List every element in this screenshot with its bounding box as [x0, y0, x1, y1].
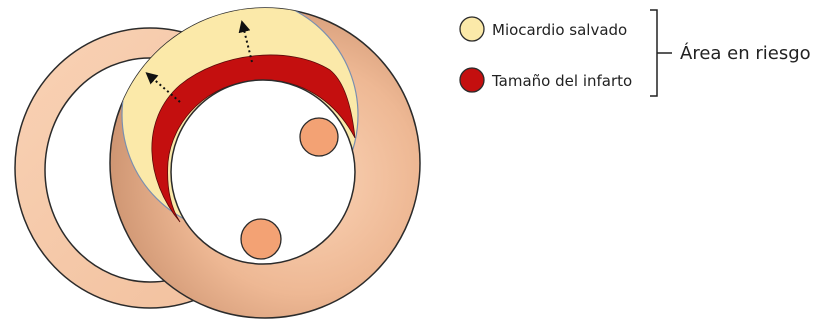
legend-label-salvaged: Miocardio salvado: [492, 21, 627, 39]
legend-swatch-infarct: [460, 68, 484, 92]
legend-item-infarct: Tamaño del infarto: [460, 68, 632, 92]
legend: Miocardio salvado Tamaño del infarto Áre…: [460, 10, 811, 96]
area-at-risk-bracket: [650, 10, 672, 96]
papillary-muscle-lower: [241, 219, 281, 259]
legend-swatch-salvaged: [460, 17, 484, 41]
area-at-risk-label: Área en riesgo: [680, 42, 811, 64]
legend-label-infarct: Tamaño del infarto: [491, 72, 632, 90]
legend-item-salvaged: Miocardio salvado: [460, 17, 627, 41]
papillary-muscle-upper: [300, 118, 338, 156]
